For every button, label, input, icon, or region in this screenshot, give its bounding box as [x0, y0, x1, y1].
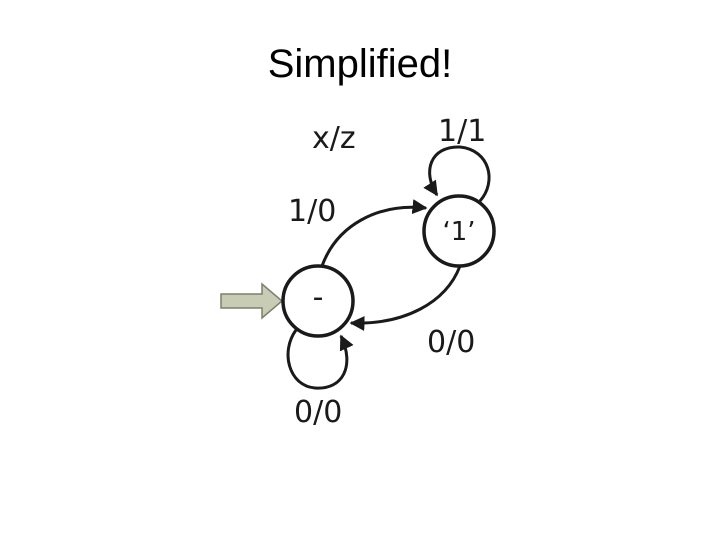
state-one-label: ‘1’ [442, 217, 475, 247]
legend-label: x/z [312, 121, 356, 156]
transition-start-to-one [320, 199, 428, 267]
state-start-label: - [313, 280, 324, 315]
self-loop-start-label: 0/0 [294, 395, 342, 430]
state-start [281, 264, 355, 338]
start-arrow-icon [220, 282, 284, 320]
self-loop-one [423, 145, 491, 202]
self-loop-one-label: 1/1 [438, 114, 486, 149]
self-loop-start [286, 329, 354, 390]
slide-title: Simplified! [267, 42, 453, 86]
transition-start-to-one-label: 1/0 [288, 194, 336, 229]
transition-one-to-start [349, 265, 462, 331]
transition-one-to-start-label: 0/0 [427, 325, 475, 360]
